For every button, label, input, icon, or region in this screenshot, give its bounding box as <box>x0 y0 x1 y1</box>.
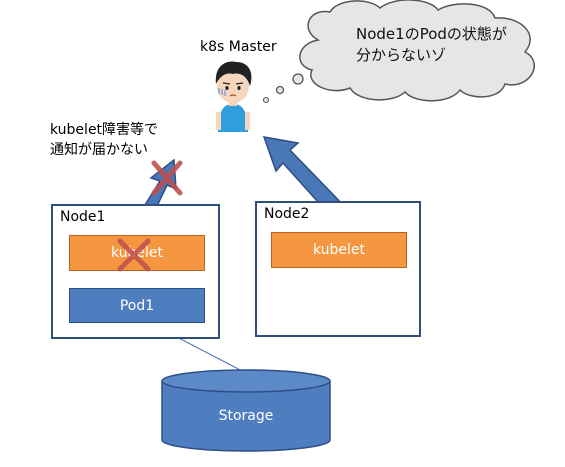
master-label: k8s Master <box>200 39 277 55</box>
storage-cylinder-icon <box>161 369 331 452</box>
thought-bubble <box>299 0 536 102</box>
thought-dot-large <box>292 73 304 85</box>
kubelet-cross-icon <box>117 238 151 272</box>
failure-note-line1: kubelet障害等で <box>50 122 159 138</box>
node2-title: Node2 <box>264 206 310 222</box>
bubble-text-line2: 分からないゾ <box>356 46 447 64</box>
master-person-icon <box>215 61 252 132</box>
storage-label: Storage <box>218 408 274 424</box>
failure-note-line2: 通知が届かない <box>50 142 148 158</box>
arrow-cross-icon <box>151 160 183 196</box>
node2-box: Node2 <box>255 201 421 337</box>
node1-title: Node1 <box>60 209 106 225</box>
thought-dot-medium <box>275 85 285 95</box>
bubble-text-line1: Node1のPodの状態が <box>356 25 507 43</box>
node2-kubelet: kubelet <box>271 232 407 268</box>
node1-pod: Pod1 <box>69 288 205 323</box>
thought-dot-small <box>262 96 270 104</box>
